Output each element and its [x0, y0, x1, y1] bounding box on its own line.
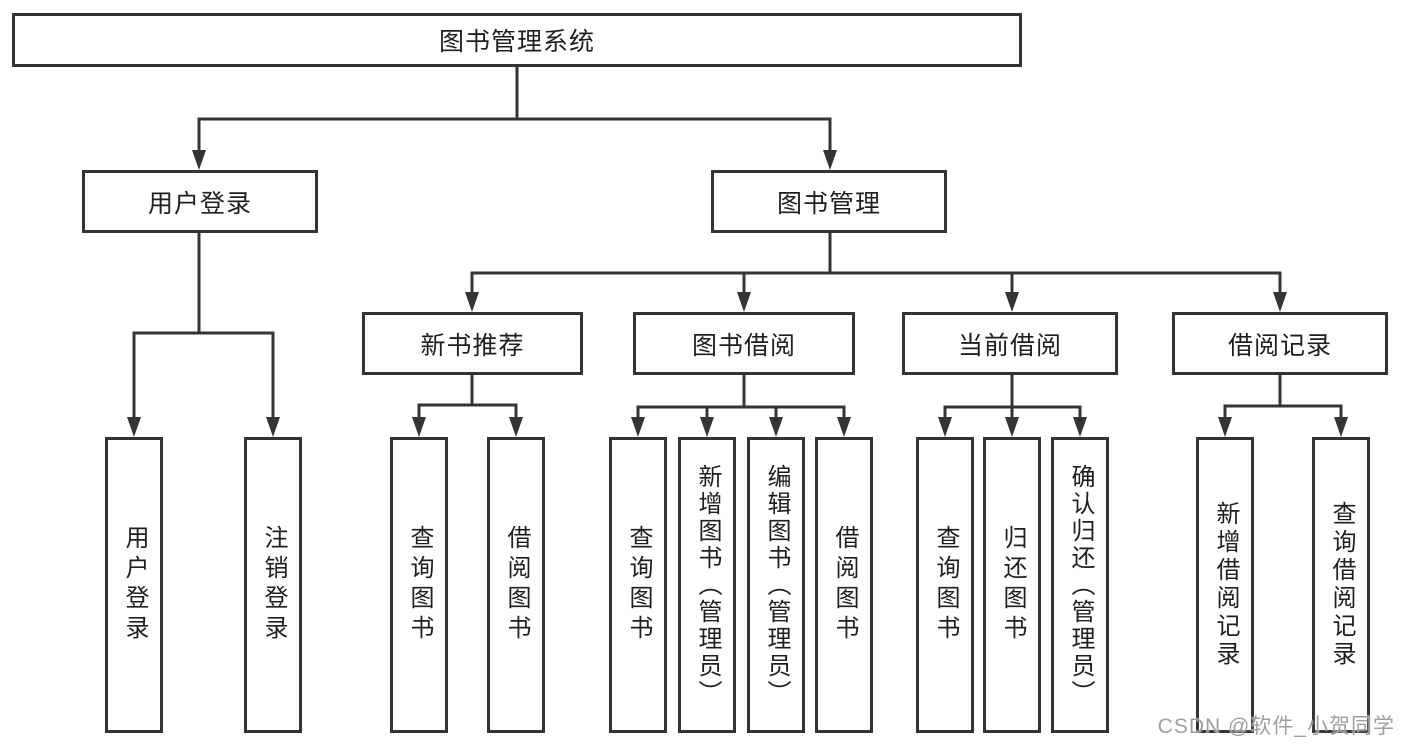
arrow-down-icon — [1334, 417, 1348, 437]
arrow-down-icon — [1218, 417, 1232, 437]
node-leaf-borrow-borrow-books: 借阅图书 — [815, 437, 873, 733]
node-borrow-records: 借阅记录 — [1172, 312, 1388, 375]
node-borrow-records-label: 借阅记录 — [1227, 331, 1332, 360]
node-current-borrow: 当前借阅 — [902, 312, 1118, 375]
node-leaf-borrow-borrow-books-label: 借阅图书 — [831, 525, 858, 645]
arrow-down-icon — [1273, 292, 1287, 312]
arrow-down-icon — [465, 292, 479, 312]
connector-line — [132, 233, 275, 425]
node-root-label: 图书管理系统 — [438, 28, 595, 56]
arrow-down-icon — [1073, 417, 1087, 437]
arrow-down-icon — [700, 417, 714, 437]
node-current-borrow-label: 当前借阅 — [957, 331, 1062, 360]
node-leaf-borrow-add-books-admin: 新增图书（管理员） — [678, 437, 736, 733]
arrow-down-icon — [769, 417, 783, 437]
arrow-down-icon — [192, 150, 206, 170]
arrow-down-icon — [737, 292, 751, 312]
arrow-down-icon — [127, 417, 141, 437]
arrow-down-icon — [509, 417, 523, 437]
node-leaf-logout-label: 注销登录 — [260, 525, 287, 645]
node-leaf-query-borrow-record-label: 查询借阅记录 — [1328, 501, 1355, 669]
node-leaf-borrow-add-books-admin-label: 新增图书（管理员） — [694, 463, 721, 707]
node-leaf-current-confirm-return-admin-label: 确认归还（管理员） — [1067, 463, 1094, 707]
connector-line — [1223, 375, 1343, 425]
arrow-down-icon — [938, 417, 952, 437]
node-leaf-current-confirm-return-admin: 确认归还（管理员） — [1051, 437, 1109, 733]
node-leaf-recommend-query-books: 查询图书 — [390, 437, 448, 733]
connector-line — [197, 66, 832, 155]
node-leaf-recommend-query-books-label: 查询图书 — [406, 525, 433, 645]
node-leaf-borrow-query-books: 查询图书 — [609, 437, 667, 733]
node-leaf-user-login: 用户登录 — [105, 437, 163, 733]
node-leaf-current-return-books: 归还图书 — [983, 437, 1041, 733]
node-leaf-current-query-books-label: 查询图书 — [932, 525, 959, 645]
node-leaf-logout: 注销登录 — [244, 437, 302, 733]
connector-line — [470, 233, 1282, 300]
node-leaf-borrow-edit-books-admin: 编辑图书（管理员） — [747, 437, 805, 733]
node-new-book-recommend: 新书推荐 — [362, 312, 583, 375]
arrow-down-icon — [631, 417, 645, 437]
node-leaf-recommend-borrow-books: 借阅图书 — [487, 437, 545, 733]
node-book-borrow-label: 图书借阅 — [691, 331, 796, 360]
node-leaf-user-login-label: 用户登录 — [121, 525, 148, 645]
node-leaf-current-return-books-label: 归还图书 — [999, 525, 1026, 645]
node-leaf-borrow-query-books-label: 查询图书 — [625, 525, 652, 645]
arrow-down-icon — [266, 417, 280, 437]
node-book-borrow: 图书借阅 — [633, 312, 855, 375]
arrow-down-icon — [1005, 417, 1019, 437]
node-leaf-borrow-edit-books-admin-label: 编辑图书（管理员） — [763, 463, 790, 707]
arrow-down-icon — [1005, 292, 1019, 312]
arrow-down-icon — [837, 417, 851, 437]
node-root: 图书管理系统 — [12, 13, 1022, 67]
csdn-watermark: CSDN @软件_小贺同学 — [1157, 715, 1395, 738]
connector-line — [636, 375, 846, 425]
node-leaf-add-borrow-record: 新增借阅记录 — [1196, 437, 1254, 733]
node-book-management-branch-label: 图书管理 — [776, 189, 881, 218]
arrow-down-icon — [823, 150, 837, 170]
node-leaf-current-query-books: 查询图书 — [916, 437, 974, 733]
arrow-down-icon — [412, 417, 426, 437]
node-leaf-query-borrow-record: 查询借阅记录 — [1312, 437, 1370, 733]
connector-line — [417, 375, 518, 425]
node-user-login-branch-label: 用户登录 — [147, 189, 252, 218]
node-user-login-branch: 用户登录 — [82, 170, 318, 233]
node-leaf-recommend-borrow-books-label: 借阅图书 — [503, 525, 530, 645]
node-new-book-recommend-label: 新书推荐 — [420, 331, 525, 360]
node-leaf-add-borrow-record-label: 新增借阅记录 — [1212, 501, 1239, 669]
node-book-management-branch: 图书管理 — [711, 170, 947, 233]
